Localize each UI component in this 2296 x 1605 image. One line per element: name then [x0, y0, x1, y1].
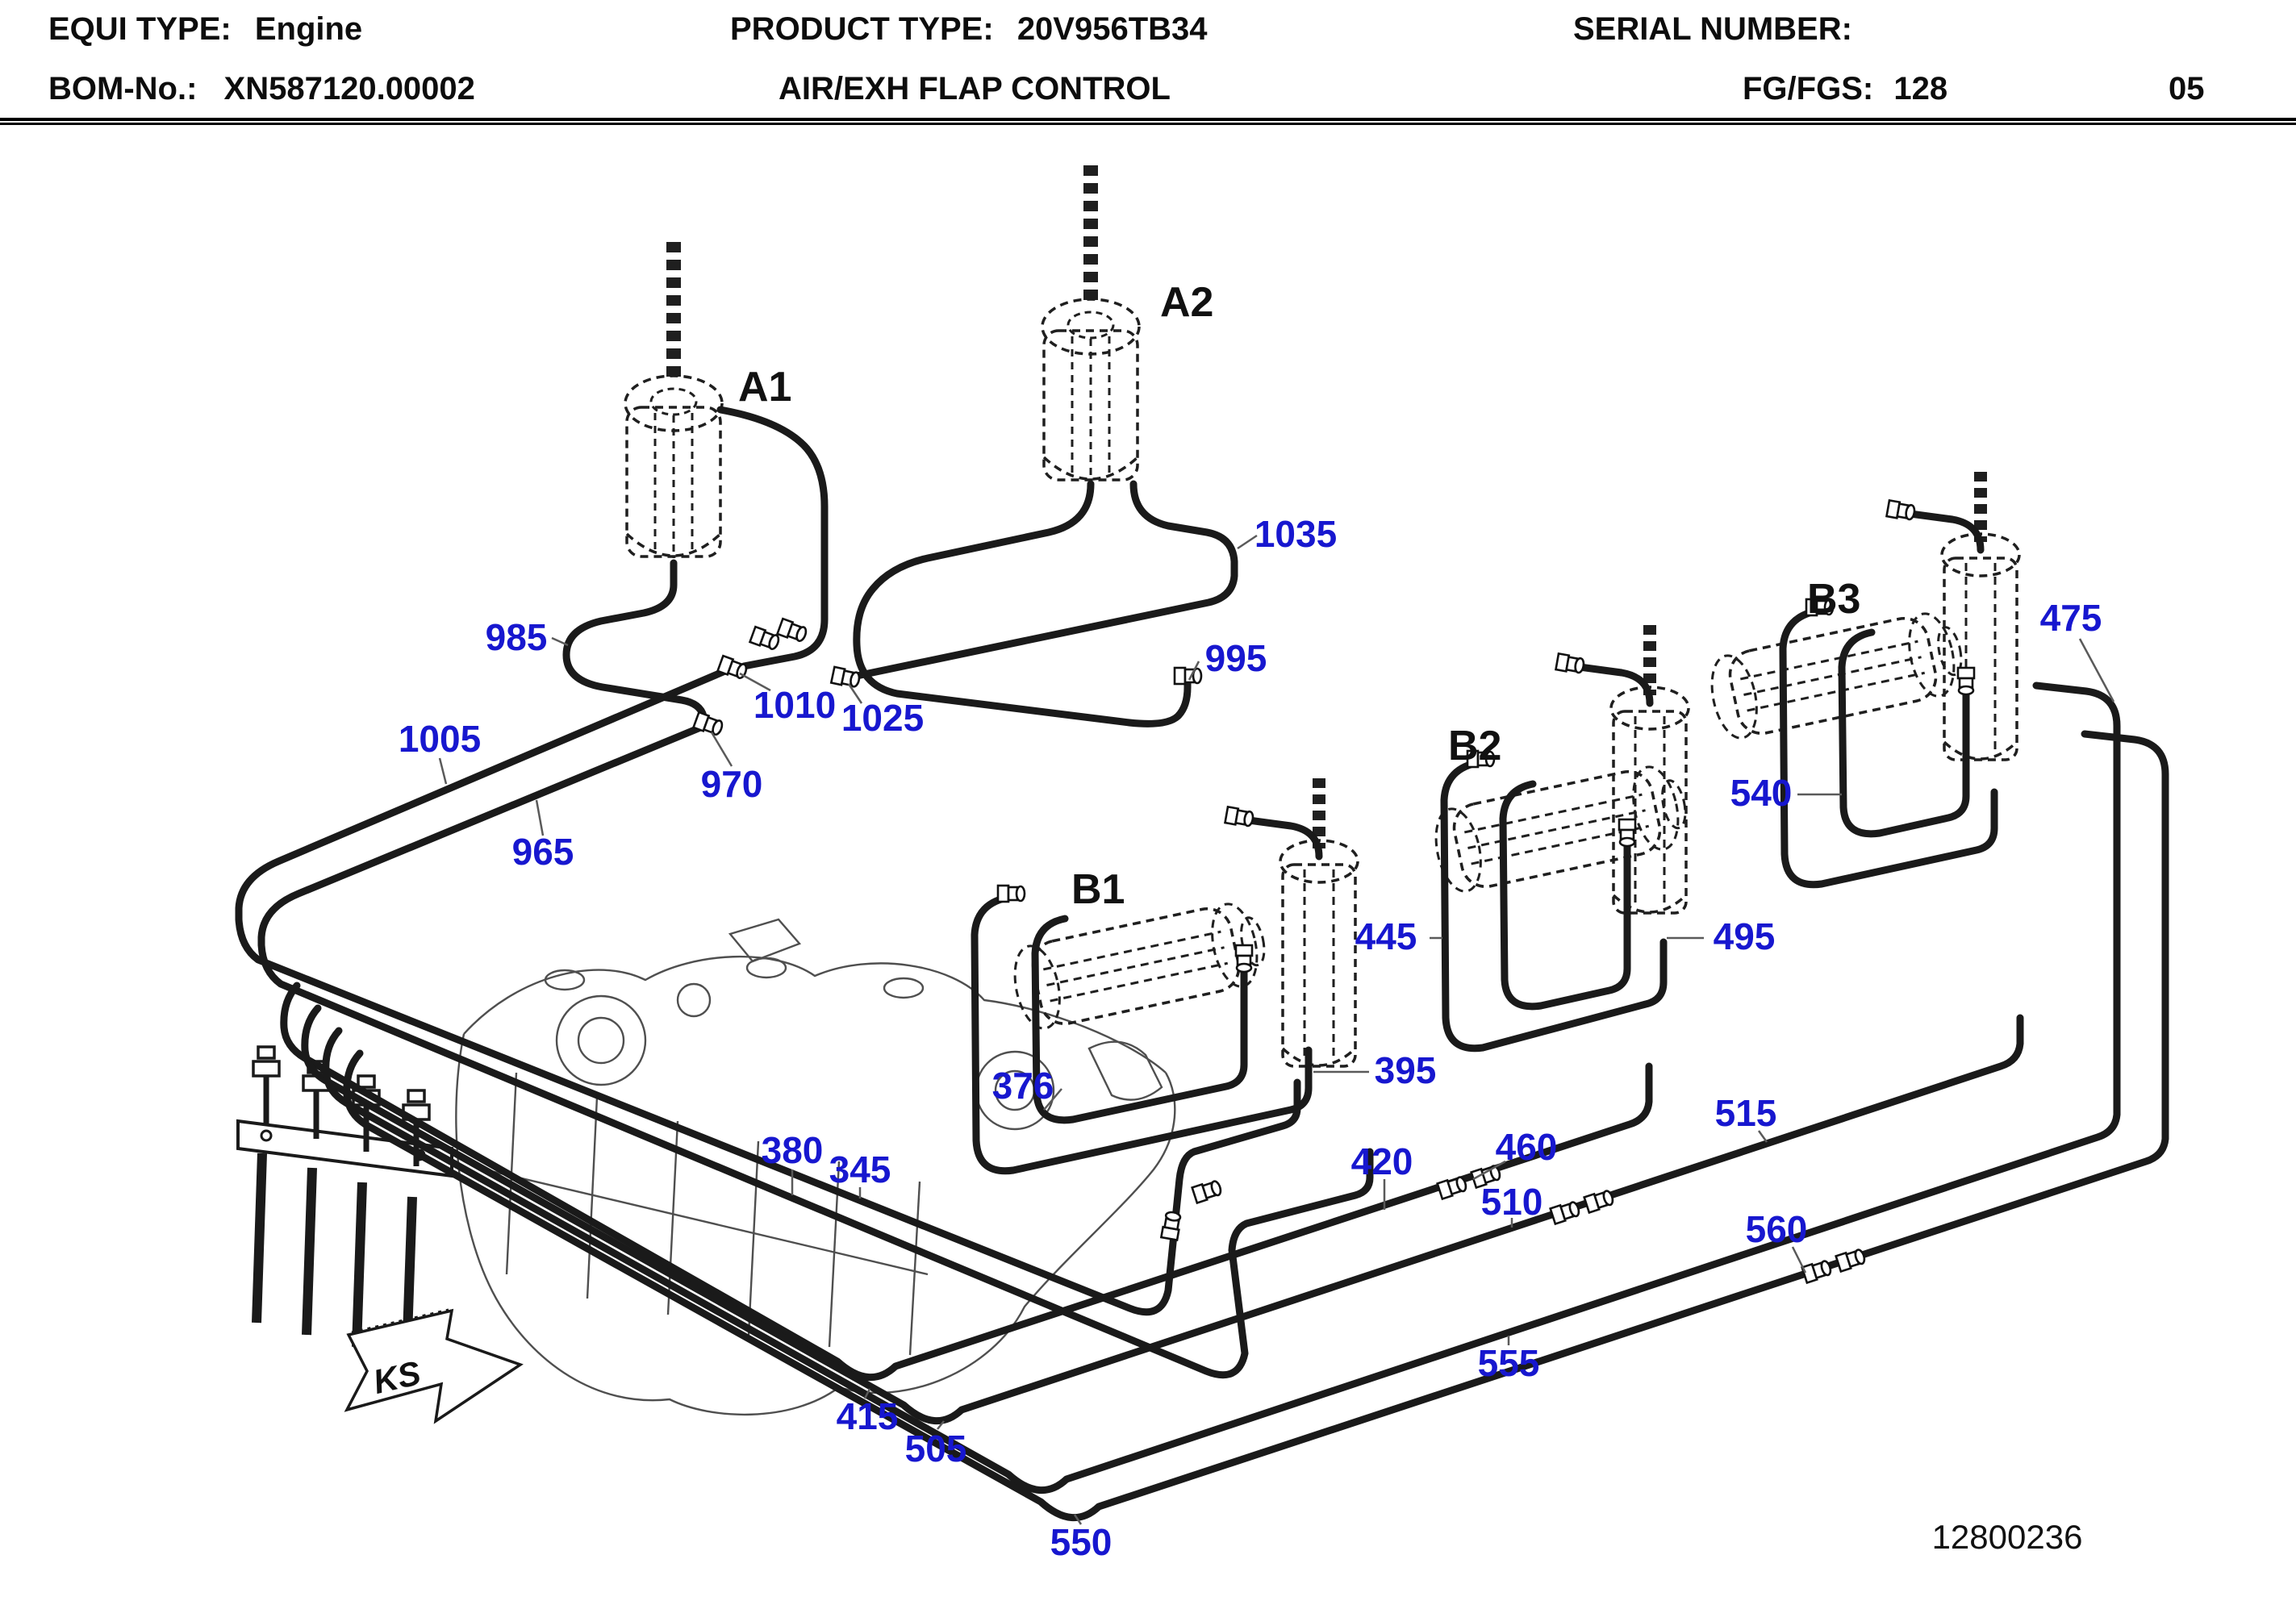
header-divider	[0, 118, 2296, 125]
part-number-callouts: 985 1005 1010 1025 970 965 1035 995 475 …	[399, 513, 2102, 1563]
tube-1005-345	[235, 664, 1301, 1316]
tube-995	[853, 480, 1192, 727]
sheet-number: 05	[2169, 71, 2205, 106]
engine-block-sketch	[455, 918, 1176, 1416]
callout-376: 376	[992, 1065, 1054, 1107]
callout-420: 420	[1351, 1140, 1413, 1182]
tube-b3-stub	[1906, 510, 1985, 554]
tube-b3-inner	[1838, 628, 1970, 838]
fg-fgs-value: 128	[1893, 71, 1948, 106]
bom-no: BOM-No.: XN587120.00002	[48, 71, 475, 107]
tube-550-560	[343, 730, 2169, 1521]
cylinder-b3-vertical	[1940, 472, 2021, 761]
cylinder-b2-horizontal	[1434, 765, 1687, 893]
tube-b3-outer	[1779, 607, 1998, 889]
callout-1010: 1010	[754, 684, 836, 726]
fg-fgs: FG/FGS: 128	[1743, 71, 1947, 107]
bom-label: BOM-No.:	[48, 71, 198, 106]
tube-415-420	[280, 982, 1653, 1381]
bom-value: XN587120.00002	[223, 71, 475, 106]
tube-b1-outer	[971, 893, 1313, 1175]
callout-1035: 1035	[1254, 513, 1337, 555]
tube-505-510	[301, 1004, 2024, 1424]
callout-995: 995	[1205, 637, 1267, 679]
callout-445: 445	[1355, 915, 1417, 957]
callout-550: 550	[1050, 1521, 1113, 1563]
callout-345: 345	[829, 1149, 891, 1190]
label-a1: A1	[738, 364, 791, 411]
tube-fittings	[691, 498, 1976, 1285]
tube-555	[322, 682, 2121, 1494]
fg-fgs-label: FG/FGS:	[1743, 71, 1874, 106]
tube-985	[562, 559, 711, 727]
callout-965: 965	[512, 831, 574, 873]
equi-type-label: EQUI TYPE:	[48, 11, 232, 47]
ks-direction-arrow: KS	[344, 1308, 524, 1424]
tube-b2-outer	[1440, 758, 1668, 1053]
callout-505: 505	[905, 1428, 967, 1470]
serial-number: SERIAL NUMBER:	[1573, 11, 1867, 48]
callout-510: 510	[1481, 1181, 1543, 1223]
callout-515: 515	[1715, 1092, 1777, 1134]
equi-type: EQUI TYPE: Engine	[48, 11, 362, 48]
callout-415: 415	[837, 1395, 899, 1437]
tube-1035	[853, 480, 1238, 680]
callout-460: 460	[1496, 1126, 1558, 1168]
cylinder-a2	[1041, 165, 1141, 482]
cylinder-b1-horizontal	[1013, 903, 1266, 1030]
serial-number-label: SERIAL NUMBER:	[1573, 11, 1852, 47]
tube-b1-stub	[1245, 816, 1323, 861]
callout-1025: 1025	[841, 697, 924, 739]
figure-number: 12800236	[1932, 1518, 2083, 1556]
drawing-title: AIR/EXH FLAP CONTROL	[779, 71, 1171, 106]
callout-555: 555	[1478, 1342, 1540, 1384]
callout-1005: 1005	[399, 718, 481, 760]
air-tubing-network	[235, 406, 2169, 1521]
tube-965-380	[257, 720, 1374, 1379]
cylinder-a1	[624, 242, 724, 558]
tube-b1-inner	[1031, 915, 1248, 1124]
label-b3: B3	[1807, 576, 1860, 623]
callout-540: 540	[1730, 772, 1793, 814]
callout-560: 560	[1746, 1208, 1808, 1250]
cylinder-b3-horizontal	[1710, 612, 1963, 740]
callout-495: 495	[1714, 915, 1776, 957]
product-type-value: 20V956TB34	[1017, 11, 1208, 47]
label-a2: A2	[1160, 279, 1213, 326]
callout-985: 985	[486, 616, 548, 658]
label-b2: B2	[1448, 723, 1501, 769]
cylinder-b2-vertical	[1609, 625, 1690, 915]
label-b1: B1	[1071, 866, 1125, 913]
tube-b2-inner	[1499, 780, 1631, 1011]
equi-type-value: Engine	[254, 11, 363, 47]
callout-475: 475	[2040, 597, 2102, 639]
callout-leaders	[438, 534, 2115, 1525]
product-type-label: PRODUCT TYPE:	[730, 11, 994, 47]
callout-970: 970	[701, 763, 763, 805]
tube-b2-stub	[1576, 663, 1654, 707]
cylinder-b1-vertical	[1279, 778, 1359, 1068]
product-type: PRODUCT TYPE: 20V956TB34	[730, 11, 1208, 48]
callout-380: 380	[762, 1129, 824, 1171]
callout-395: 395	[1375, 1049, 1437, 1091]
tube-1010	[716, 406, 829, 670]
